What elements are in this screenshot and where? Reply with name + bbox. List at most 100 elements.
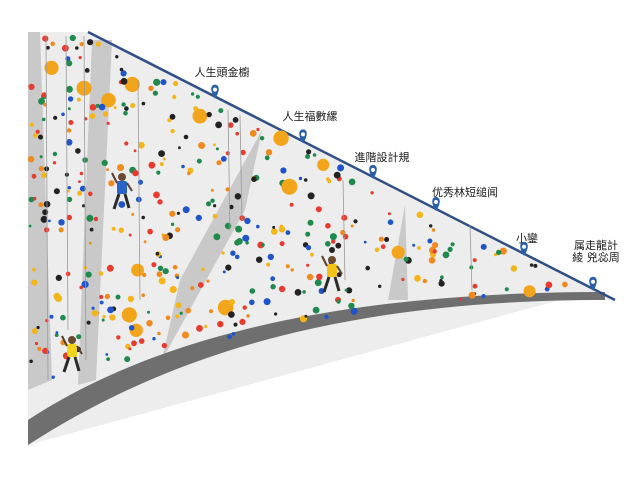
rope-strand [65,35,69,331]
climbing-hold [65,271,71,277]
climbing-hold [442,251,450,259]
climbing-hold [105,353,109,356]
milestone-label-1: 人生頭金櫥 [194,66,250,79]
climbing-hold [99,300,104,305]
climbing-hold [169,113,176,120]
climbing-hold [151,262,157,268]
climbing-hold [84,68,90,73]
climbing-hold [141,293,145,298]
rope-strand [45,35,49,381]
climbing-hold [95,103,100,108]
climbing-hold [351,298,355,303]
climbing-hold [162,157,166,161]
climbing-hold [472,258,477,263]
climbing-hold [350,307,358,315]
climbing-hold [170,128,175,134]
climbing-hold [370,191,374,195]
climbing-hold [192,108,208,124]
climbing-hold [312,153,317,157]
climbing-hold [115,294,121,300]
climbing-hold [331,239,336,244]
climbing-hold [147,228,153,235]
climbing-hold [157,331,161,336]
climbing-hold [215,121,223,129]
climbing-hold [179,311,183,315]
climbing-hold [279,224,284,229]
climbing-hold [256,127,260,132]
climbing-hold [52,161,57,165]
climbing-hold [480,243,487,250]
climbing-hold [152,90,158,96]
climbing-hold [141,101,146,106]
climbing-hold [37,346,42,351]
climbing-hold [193,106,199,112]
climbing-hold [239,318,246,325]
climbing-hold [91,306,95,310]
climbing-hold [181,164,185,169]
climbing-hold [117,164,124,172]
climbing-hold [348,178,356,186]
climbing-hold [32,267,36,272]
climbing-hold [329,247,335,253]
climbing-hold [86,320,91,325]
climbing-hold [231,332,236,336]
climbing-hold [124,141,129,146]
climbing-hold [306,149,312,155]
climbing-hold [198,142,206,149]
climbing-hold [88,191,93,197]
milestone-marker-icon [520,241,528,256]
climbing-hold [121,102,126,107]
climbing-hold [119,67,124,72]
climbing-hold [158,150,166,158]
climber-bottom-left [61,335,83,373]
climbing-hold [209,309,213,314]
climbing-hold [62,44,69,52]
milestone-marker-icon [589,276,597,291]
climbing-hold [325,241,331,247]
climbing-hold [159,162,164,167]
climbing-hold [427,238,433,244]
climbing-hold [387,212,391,216]
climbing-hold [242,305,247,310]
milestone-label-2: 人生福數縲 [282,110,338,123]
climbing-hold [336,299,341,304]
climbing-hold [31,173,37,179]
climbing-hold [34,341,39,346]
climbing-hold [95,41,101,47]
climbing-hold [175,227,181,233]
climbing-hold [51,375,55,379]
climbing-hold [218,108,224,114]
climbing-hold [41,92,47,98]
climbing-hold [54,333,59,337]
climbing-hold [225,151,230,156]
climbing-hold [58,227,64,233]
climbing-hold [206,111,212,118]
rope-strand [137,79,141,301]
climbing-hold [325,223,331,229]
climbing-hold [350,224,354,228]
climbing-hold [329,233,337,241]
climbing-hold [246,314,250,318]
climbing-hold [77,190,83,196]
climbing-hold [52,151,58,157]
climbing-hold [294,289,302,296]
climbing-hold [69,34,76,42]
climbing-hold [65,139,73,146]
climbing-hold [61,112,65,117]
climbing-hold [128,233,132,237]
climbing-hold [89,113,96,119]
climbing-hold [303,178,308,182]
climbing-hold [306,273,314,281]
climbing-hold [265,149,273,156]
climbing-hold [39,155,43,159]
climbing-hold [106,121,110,125]
climbing-hold [66,196,73,203]
climbing-hold [387,219,394,225]
climbing-hold [33,133,38,138]
climbing-hold [141,215,145,220]
climbing-hold [138,141,145,149]
climbing-hold [79,171,84,176]
climbing-hold [327,179,332,184]
climbing-hold [210,198,215,203]
climbing-hold [79,185,86,192]
